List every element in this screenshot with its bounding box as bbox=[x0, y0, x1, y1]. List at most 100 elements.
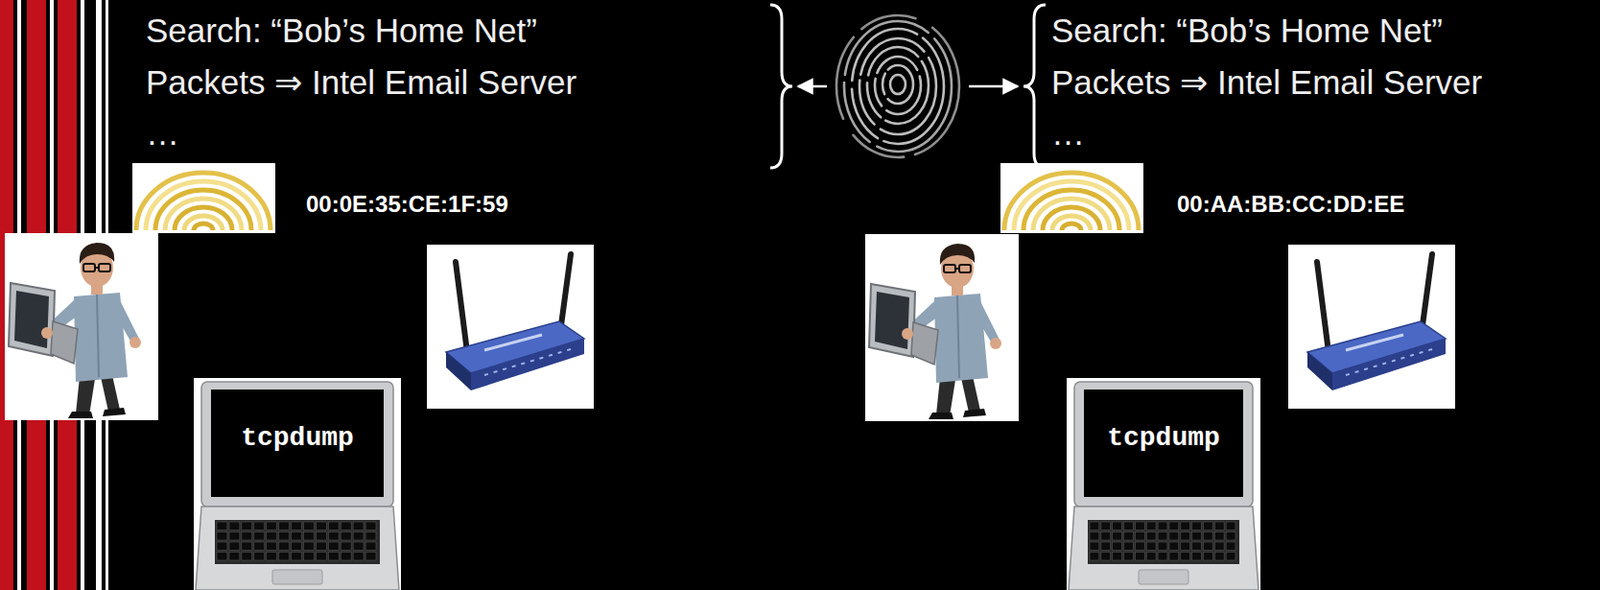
key bbox=[266, 552, 278, 562]
fingerprint-picture-part bbox=[867, 47, 929, 124]
key bbox=[229, 521, 240, 531]
key bbox=[352, 552, 364, 562]
key bbox=[1157, 541, 1168, 551]
key bbox=[1225, 521, 1236, 531]
key bbox=[365, 541, 377, 551]
key bbox=[1192, 532, 1202, 542]
key bbox=[1169, 541, 1179, 551]
key bbox=[1225, 532, 1236, 542]
key bbox=[241, 521, 253, 531]
key bbox=[291, 541, 303, 551]
key bbox=[254, 521, 265, 531]
key bbox=[241, 552, 253, 562]
key bbox=[241, 541, 253, 551]
key bbox=[279, 521, 290, 531]
key bbox=[1134, 552, 1145, 562]
laptop-lid bbox=[201, 381, 394, 507]
key bbox=[1146, 541, 1156, 551]
key bbox=[328, 541, 339, 551]
key bbox=[1214, 552, 1224, 562]
key bbox=[1169, 552, 1179, 562]
key bbox=[266, 541, 278, 551]
key bbox=[328, 521, 339, 531]
fingerprint-picture-part bbox=[836, 15, 960, 158]
key bbox=[340, 541, 352, 551]
fingerprint-picture-part bbox=[859, 38, 937, 135]
key bbox=[1134, 521, 1145, 531]
key bbox=[1202, 552, 1213, 562]
key bbox=[340, 552, 352, 562]
key bbox=[1180, 552, 1191, 562]
keyboard bbox=[214, 519, 380, 565]
slide-text: … bbox=[1051, 114, 1085, 153]
key bbox=[1192, 552, 1202, 562]
key bbox=[1146, 532, 1156, 542]
arrow-part bbox=[798, 85, 827, 89]
key bbox=[365, 552, 377, 562]
key bbox=[1089, 541, 1100, 551]
key bbox=[1180, 532, 1191, 542]
key bbox=[1089, 521, 1100, 531]
key bbox=[1214, 521, 1224, 531]
brace-part bbox=[1023, 4, 1046, 168]
laptop-screen: tcpdump bbox=[1066, 377, 1261, 590]
key bbox=[1202, 532, 1213, 542]
key bbox=[328, 552, 339, 562]
laptop-picture bbox=[1066, 377, 1261, 590]
arrow bbox=[798, 86, 1018, 88]
key bbox=[291, 521, 303, 531]
key bbox=[1112, 552, 1123, 562]
key bbox=[254, 532, 265, 542]
wifi-icon bbox=[132, 163, 276, 234]
key bbox=[1089, 552, 1100, 562]
slide-text: Packets ⇒ Intel Email Server bbox=[1051, 63, 1483, 102]
laptop-screen bbox=[211, 389, 384, 497]
person-picture bbox=[865, 234, 1019, 422]
key bbox=[1146, 552, 1156, 562]
key bbox=[340, 521, 352, 531]
key bbox=[1157, 521, 1168, 531]
picture-ground bbox=[1066, 377, 1261, 590]
key bbox=[254, 541, 265, 551]
key bbox=[1101, 521, 1111, 531]
key bbox=[315, 521, 327, 531]
keyboard bbox=[1087, 519, 1240, 565]
fingerprint-picture-part bbox=[882, 65, 914, 104]
key bbox=[279, 552, 290, 562]
key bbox=[1214, 541, 1224, 551]
command-text: tcpdump bbox=[240, 423, 354, 454]
laptop-base bbox=[1068, 506, 1259, 590]
key bbox=[352, 541, 364, 551]
keys bbox=[216, 521, 377, 561]
key bbox=[365, 532, 377, 542]
slide-text: … bbox=[145, 114, 180, 153]
key bbox=[279, 541, 290, 551]
key bbox=[1124, 521, 1134, 531]
router-picture bbox=[1288, 244, 1456, 409]
key bbox=[216, 552, 228, 562]
key bbox=[1124, 552, 1134, 562]
key bbox=[303, 552, 314, 562]
key bbox=[1180, 521, 1191, 531]
touchpad bbox=[272, 569, 323, 585]
key bbox=[1134, 532, 1145, 542]
key bbox=[1146, 521, 1156, 531]
key bbox=[1101, 552, 1111, 562]
laptop-picture bbox=[193, 377, 401, 590]
fingerprint-picture-part bbox=[890, 74, 906, 95]
key bbox=[229, 552, 240, 562]
key bbox=[340, 532, 352, 542]
router-picture bbox=[426, 244, 594, 409]
key bbox=[1192, 541, 1202, 551]
key bbox=[1124, 532, 1134, 542]
key bbox=[303, 532, 314, 542]
key bbox=[229, 532, 240, 542]
key bbox=[229, 541, 240, 551]
key bbox=[279, 532, 290, 542]
key bbox=[328, 532, 339, 542]
mac-address: 00:0E:35:CE:1F:59 bbox=[305, 190, 509, 218]
slide-text: Packets ⇒ Intel Email Server bbox=[145, 63, 577, 102]
key bbox=[1157, 552, 1168, 562]
command-text: tcpdump bbox=[1106, 423, 1221, 454]
key bbox=[1157, 532, 1168, 542]
